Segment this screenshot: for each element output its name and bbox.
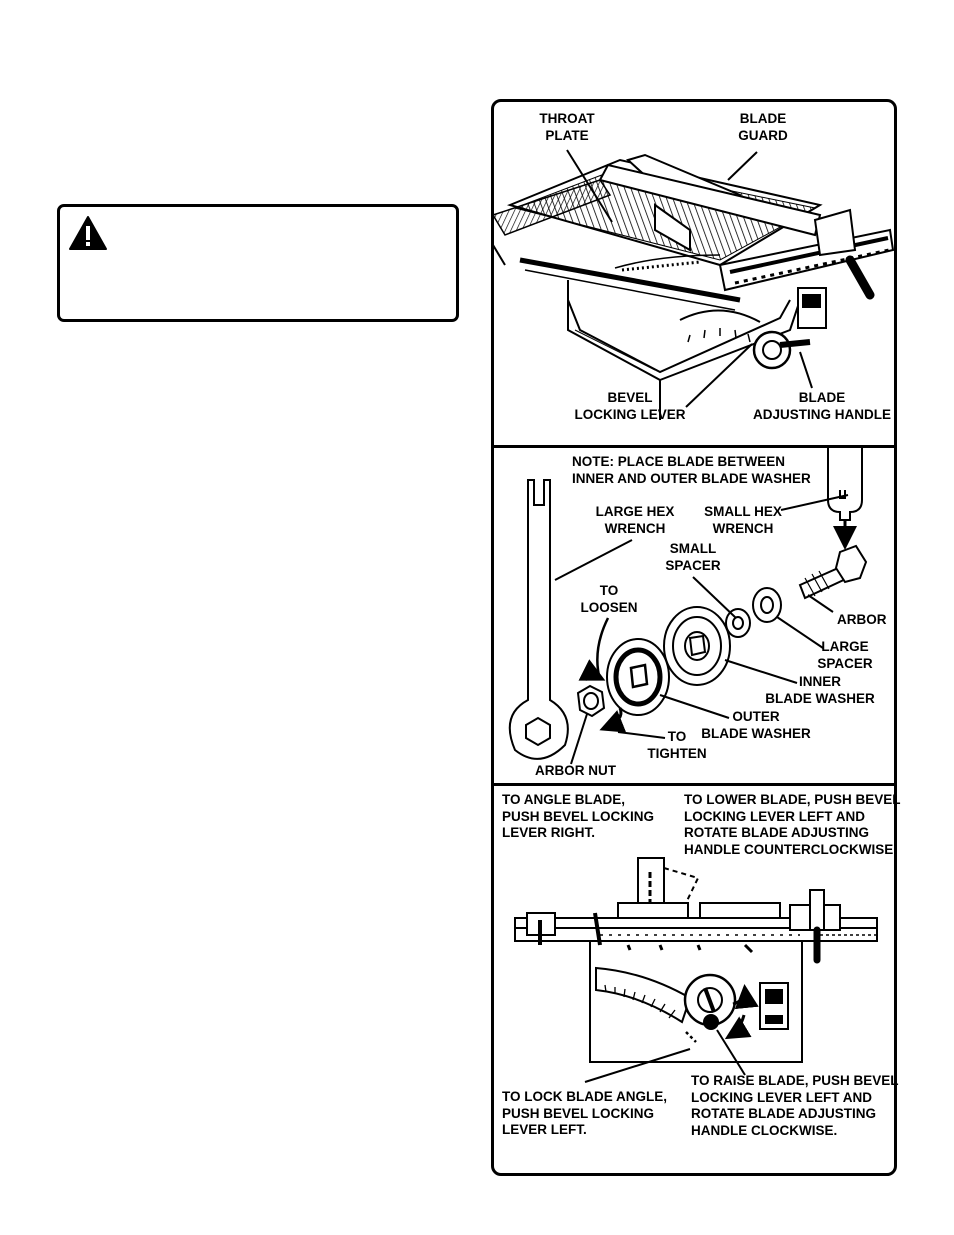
label-arbor: ARBOR — [837, 612, 887, 627]
warning-triangle-icon — [69, 216, 107, 250]
label-to-loosen: TO LOOSEN — [580, 583, 638, 615]
instruction-lock-blade-angle: TO LOCK BLADE ANGLE, PUSH BEVEL LOCKING … — [502, 1089, 667, 1137]
label-large-hex-wrench: LARGE HEX WRENCH — [595, 504, 675, 536]
panel-divider-2 — [491, 783, 897, 786]
label-note-blade-placement: NOTE: PLACE BLADE BETWEEN INNER AND OUTE… — [572, 454, 811, 486]
warning-box — [57, 204, 459, 322]
panel-divider-1 — [491, 445, 897, 448]
saw-front-view-drawing — [514, 857, 878, 1083]
label-to-tighten: TO TIGHTEN — [647, 729, 707, 761]
label-throat-plate: THROAT PLATE — [539, 111, 595, 143]
label-arbor-nut: ARBOR NUT — [535, 763, 616, 778]
label-inner-blade-washer: INNER BLADE WASHER — [765, 674, 875, 706]
table-saw-perspective-drawing — [491, 149, 895, 420]
label-small-hex-wrench: SMALL HEX WRENCH — [704, 504, 782, 536]
label-small-spacer: SMALL SPACER — [665, 541, 721, 573]
instruction-raise-blade: TO RAISE BLADE, PUSH BEVEL LOCKING LEVER… — [691, 1073, 899, 1138]
instruction-lower-blade: TO LOWER BLADE, PUSH BEVEL LOCKING LEVER… — [684, 792, 901, 857]
instruction-angle-blade: TO ANGLE BLADE, PUSH BEVEL LOCKING LEVER… — [502, 792, 655, 840]
blade-assembly-exploded-drawing — [508, 448, 868, 765]
label-large-spacer: LARGE SPACER — [817, 639, 873, 671]
label-blade-adjusting-handle: BLADE ADJUSTING HANDLE — [752, 390, 891, 422]
label-outer-blade-washer: OUTER BLADE WASHER — [701, 709, 811, 741]
label-blade-guard: BLADE GUARD — [738, 111, 788, 143]
label-bevel-locking-lever: BEVEL LOCKING LEVER — [574, 390, 686, 422]
figure-panel — [491, 99, 897, 1176]
